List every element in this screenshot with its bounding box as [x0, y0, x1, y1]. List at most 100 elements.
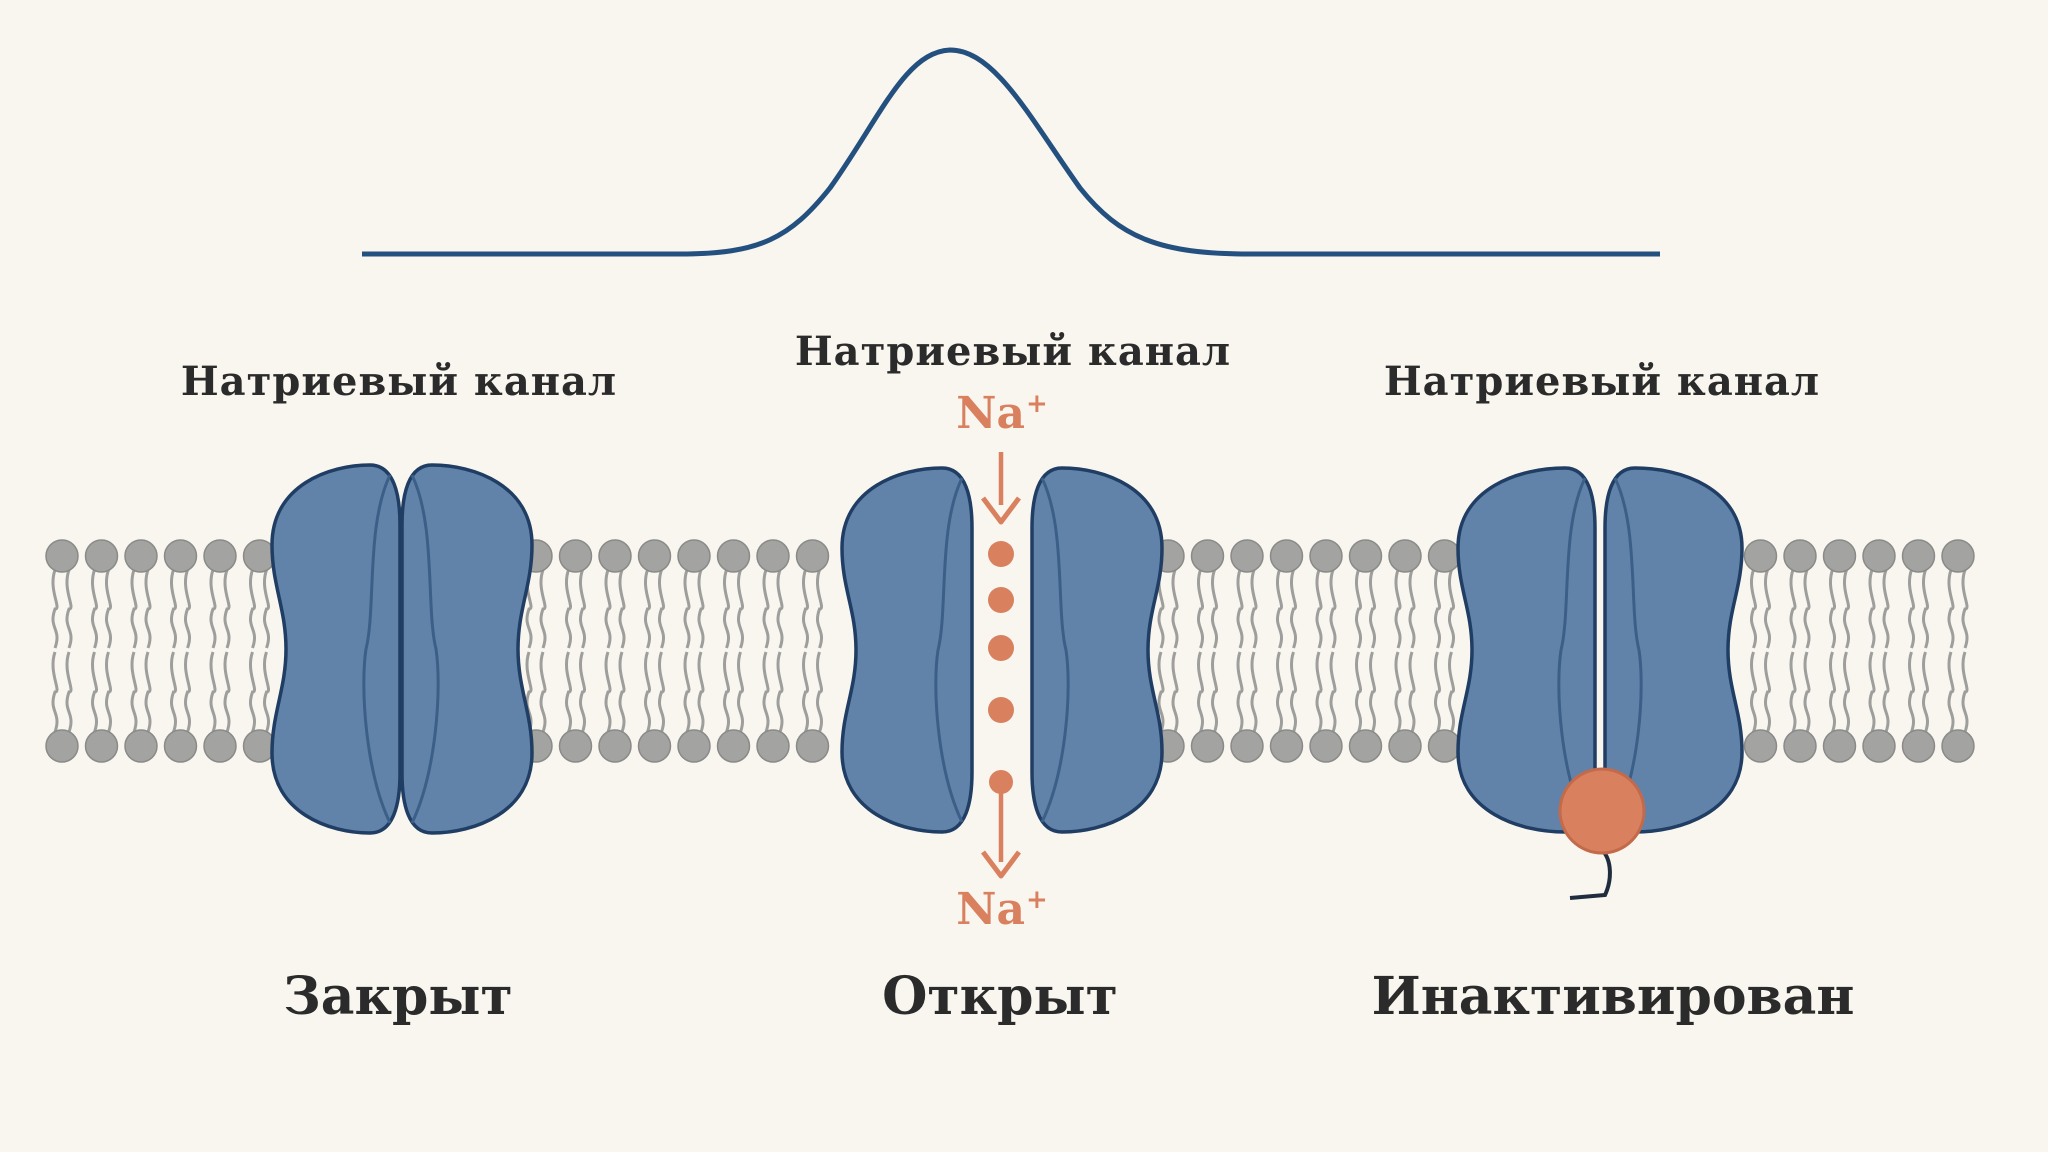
lipid-tail: [209, 651, 217, 733]
lipid-tail: [604, 569, 612, 649]
lipid-tail: [683, 569, 691, 649]
lipid-head: [1388, 729, 1422, 763]
lipid-head: [1230, 539, 1264, 573]
lipid-head: [84, 539, 119, 573]
lipid-head: [677, 729, 711, 763]
lipid-tail: [1750, 569, 1757, 649]
lipid-tail: [1908, 569, 1915, 649]
lipid-tail: [170, 651, 177, 733]
channel-fold-line: [1040, 477, 1070, 823]
lipid-head: [1309, 539, 1343, 573]
lipid-tail: [1789, 569, 1797, 649]
lipid-tail: [604, 651, 612, 733]
lipid-tail: [1882, 569, 1890, 649]
lipid-tail: [209, 569, 217, 649]
lipid-tail: [65, 569, 73, 649]
channels-layer: [270, 463, 1744, 900]
lipid-head: [1901, 729, 1936, 763]
lipid-tail: [51, 569, 59, 649]
lipid-tail: [1157, 651, 1165, 733]
lipid-tail: [1355, 651, 1362, 733]
lipid-tail: [170, 569, 177, 649]
sodium-ion-dot: [988, 587, 1014, 613]
channel-fold-line: [362, 474, 392, 824]
lipid-head: [163, 539, 198, 573]
lipid-tail: [1448, 569, 1455, 649]
lipid-head: [1862, 539, 1896, 573]
lipid-head: [795, 539, 830, 573]
lipid-tail: [1843, 569, 1850, 649]
lipid-head: [1348, 729, 1383, 763]
lipid-tail: [184, 569, 191, 649]
down-arrow-head: [981, 496, 1021, 525]
lipid-head: [203, 729, 237, 763]
lipid-tail: [1961, 651, 1969, 733]
lipid-head: [1862, 729, 1896, 763]
lipid-head: [1230, 729, 1264, 763]
sodium-ion-dot: [988, 697, 1014, 723]
lipid-head: [1941, 539, 1975, 573]
lipid-head: [637, 729, 672, 763]
inactivation-gate-ball: [1558, 767, 1646, 855]
lipid-head: [45, 729, 79, 763]
lipid-tail: [1908, 651, 1915, 733]
lipid-tail: [223, 651, 231, 733]
lipid-tail: [144, 651, 152, 733]
lipid-tail: [1750, 651, 1757, 733]
lipid-tail: [658, 569, 665, 649]
lipid-tail: [683, 651, 691, 733]
lipid-tail: [579, 569, 586, 649]
lipid-head: [795, 729, 830, 763]
lipid-head: [756, 729, 790, 763]
lipid-tail: [1355, 569, 1362, 649]
lipid-head: [598, 539, 632, 573]
lipid-tail: [1290, 569, 1297, 649]
lipid-tail: [1276, 651, 1283, 733]
channel-fold-line: [410, 474, 440, 824]
lipid-tail: [1789, 651, 1797, 733]
lipid-tail: [802, 651, 809, 733]
lipid-tail: [723, 651, 730, 733]
lipid-tail: [525, 651, 533, 733]
channel-fold-line: [1613, 477, 1643, 823]
lipid-head: [716, 539, 751, 573]
lipid-head: [203, 539, 237, 573]
lipid-tail: [618, 569, 626, 649]
lipid-head: [1941, 729, 1975, 763]
closed-channel-left-subunit: [270, 463, 402, 835]
sodium-ion-dot: [989, 770, 1013, 794]
lipid-tail: [1922, 651, 1929, 733]
lipid-tail: [249, 569, 256, 649]
action-potential-curve: [362, 47, 1660, 257]
lipid-tail: [1434, 569, 1441, 649]
lipid-head: [558, 729, 593, 763]
lipid-tail: [184, 651, 191, 733]
open-channel-right-subunit: [1030, 466, 1164, 834]
lipid-tail: [776, 569, 784, 649]
lipid-tail: [144, 569, 152, 649]
lipid-tail: [539, 569, 547, 649]
lipid-tail: [1290, 651, 1297, 733]
lipid-tail: [1829, 569, 1836, 649]
lipid-tail: [1329, 569, 1337, 649]
lipid-tail: [1211, 651, 1218, 733]
open-channel-left-subunit: [840, 466, 974, 834]
lipid-tail: [816, 569, 823, 649]
lipid-tail: [223, 569, 231, 649]
lipid-tail: [1276, 569, 1283, 649]
lipid-head: [1269, 729, 1304, 763]
lipid-tail: [130, 569, 138, 649]
lipid-tail: [1315, 651, 1323, 733]
lipid-head: [1822, 539, 1857, 573]
lipid-tail: [1250, 569, 1258, 649]
lipid-head: [598, 729, 632, 763]
lipid-tail: [1843, 651, 1850, 733]
lipid-head: [1190, 539, 1225, 573]
lipid-head: [163, 729, 198, 763]
lipid-tail: [1764, 651, 1771, 733]
channel-title-closed: Натриевый канал: [180, 358, 618, 405]
lipid-tail: [644, 651, 651, 733]
lipid-tail: [1803, 651, 1811, 733]
lipid-head: [716, 729, 751, 763]
lipid-tail: [697, 569, 705, 649]
